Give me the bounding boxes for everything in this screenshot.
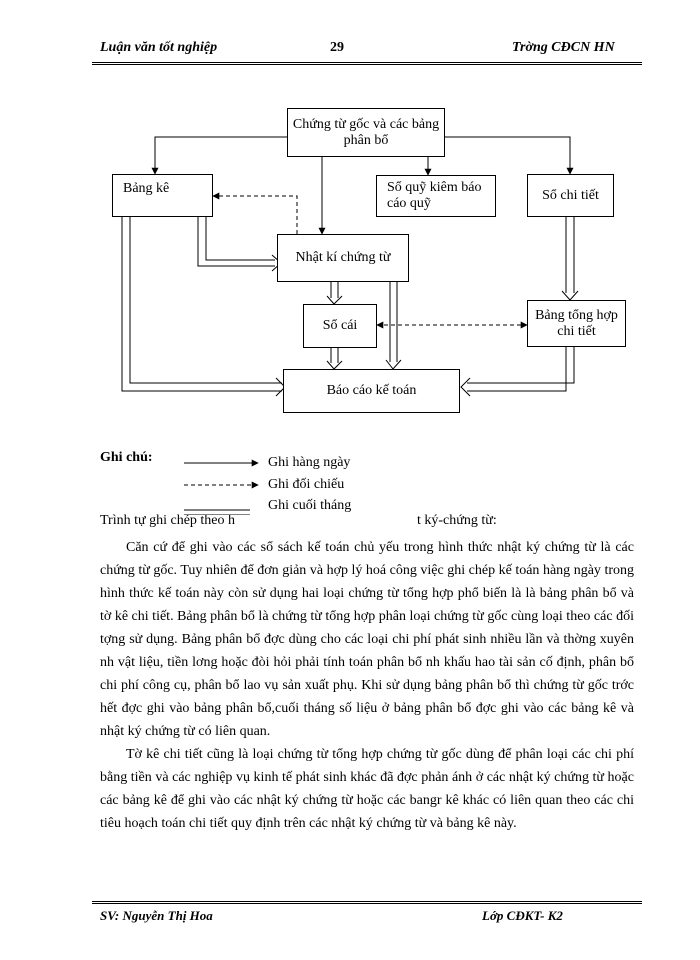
intro-left: Trình tự ghi chép theo h [100, 513, 236, 528]
footer-divider [92, 901, 642, 902]
double-bangke-nhatki-1 [197, 217, 275, 267]
footer-right: Lớp CĐKT- K2 [482, 908, 563, 923]
legend-symbols [184, 459, 259, 515]
box-bang-ke: Bảng kê [112, 174, 213, 217]
flow-diagram [121, 136, 579, 397]
box-source-documents: Chứng từ gốc và các bảng phân bổ [287, 108, 445, 157]
box-nhat-ki: Nhật kí chứng từ [277, 234, 409, 282]
dashed-bangke-nhatki [212, 192, 298, 234]
double-nhatki-baocao-head [385, 359, 402, 370]
box-bang-tong-hop: Bảng tổng hợp chi tiết [527, 300, 626, 347]
double-bangke-baocao-1 [121, 217, 282, 392]
header-right: Trờng CĐCN HN [512, 40, 615, 55]
double-bangke-nhatki-2 [205, 217, 275, 261]
double-sochitiet-tonghop-head [561, 290, 579, 301]
box-so-chi-tiet: Sổ chi tiết [527, 174, 614, 217]
double-socai-baocao-head [326, 360, 343, 370]
arrow-source-to-sochitiet [445, 136, 574, 175]
double-tonghop-baocao-2 [467, 347, 575, 384]
header-divider [92, 62, 642, 63]
header-left: Luận văn tốt nghiệp [100, 40, 218, 55]
box-so-cai: Sổ cái [303, 304, 377, 348]
double-nhatki-socai-head [326, 295, 343, 305]
legend-compare: Ghi đối chiếu [268, 477, 345, 492]
double-tonghop-baocao-1 [467, 347, 567, 392]
intro-right: t ký-chứng từ: [417, 513, 497, 528]
arrow-source-to-bangke [151, 136, 287, 175]
double-tonghop-baocao-head [460, 377, 471, 397]
box-so-quy: Sổ quỹ kiêm báo cáo quỹ [376, 175, 496, 217]
page-number: 29 [330, 40, 344, 55]
paragraph-2: Tờ kê chi tiết cũng là loại chứng từ tổn… [100, 747, 634, 831]
double-bangke-baocao-2 [129, 217, 282, 384]
footer-divider-2 [92, 903, 642, 904]
header-divider-2 [92, 64, 642, 65]
legend-title: Ghi chú: [100, 450, 153, 465]
box-bao-cao: Báo cáo kế toán [283, 369, 460, 413]
footer-left: SV: Nguyễn Thị Hoa [100, 908, 213, 923]
paragraph-1: Căn cứ để ghi vào các sổ sách kế toán ch… [100, 540, 634, 739]
legend-month-end: Ghi cuối tháng [268, 498, 352, 513]
body-text: Căn cứ để ghi vào các sổ sách kế toán ch… [100, 536, 634, 835]
legend-daily: Ghi hàng ngày [268, 455, 351, 470]
